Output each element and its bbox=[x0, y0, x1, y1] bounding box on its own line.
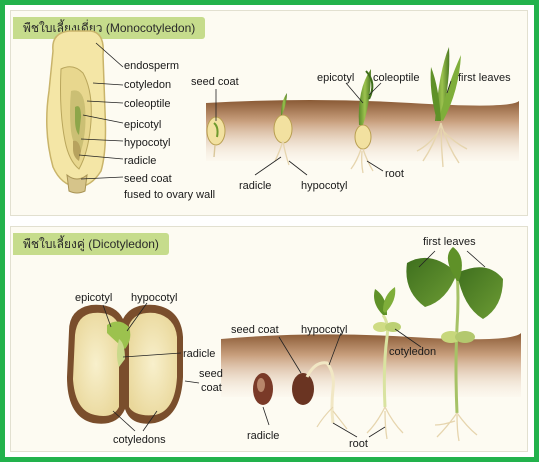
label-hypocotyl: hypocotyl bbox=[124, 137, 170, 149]
monocot-panel: พืชใบเลี้ยงเดี่ยว (Monocotyledon) bbox=[10, 10, 528, 216]
label-radicle: radicle bbox=[124, 155, 156, 167]
corn-kernel-cross-section bbox=[47, 31, 106, 193]
label-stage-seed-coat: seed coat bbox=[191, 76, 239, 88]
label-dicot-stage-first-leaves: first leaves bbox=[423, 236, 476, 248]
dicot-stage-seed bbox=[253, 373, 273, 405]
bean-cross-section bbox=[67, 305, 183, 424]
label-epicotyl: epicotyl bbox=[124, 119, 161, 131]
label-dicot-hypocotyl: hypocotyl bbox=[131, 292, 177, 304]
label-coleoptile: coleoptile bbox=[124, 98, 170, 110]
label-stage-hypocotyl: hypocotyl bbox=[301, 180, 347, 192]
label-dicot-stage-hypocotyl: hypocotyl bbox=[301, 324, 347, 336]
label-dicot-cotyledons: cotyledons bbox=[113, 434, 166, 446]
label-dicot-epicotyl: epicotyl bbox=[75, 292, 112, 304]
label-fused-ovary-wall: fused to ovary wall bbox=[124, 189, 215, 201]
label-endosperm: endosperm bbox=[124, 60, 179, 72]
label-cotyledon: cotyledon bbox=[124, 79, 171, 91]
label-stage-root: root bbox=[385, 168, 404, 180]
label-dicot-seed: seed bbox=[199, 368, 223, 380]
label-stage-coleoptile: coleoptile bbox=[373, 72, 419, 84]
dicot-diagram: epicotyl hypocotyl radicle seed coat cot… bbox=[11, 227, 529, 453]
label-dicot-stage-seed-coat: seed coat bbox=[231, 324, 279, 336]
label-dicot-coat: coat bbox=[201, 382, 222, 394]
label-dicot-radicle: radicle bbox=[183, 348, 215, 360]
monocot-diagram: endosperm cotyledon coleoptile epicotyl … bbox=[11, 11, 529, 217]
label-stage-first-leaves: first leaves bbox=[458, 72, 511, 84]
label-dicot-stage-radicle: radicle bbox=[247, 430, 279, 442]
dicot-panel: พืชใบเลี้ยงคู่ (Dicotyledon) bbox=[10, 226, 528, 452]
label-dicot-stage-cotyledon: cotyledon bbox=[389, 346, 436, 358]
label-seed-coat: seed coat bbox=[124, 173, 172, 185]
label-stage-radicle: radicle bbox=[239, 180, 271, 192]
label-dicot-stage-root: root bbox=[349, 438, 368, 450]
label-stage-epicotyl: epicotyl bbox=[317, 72, 354, 84]
